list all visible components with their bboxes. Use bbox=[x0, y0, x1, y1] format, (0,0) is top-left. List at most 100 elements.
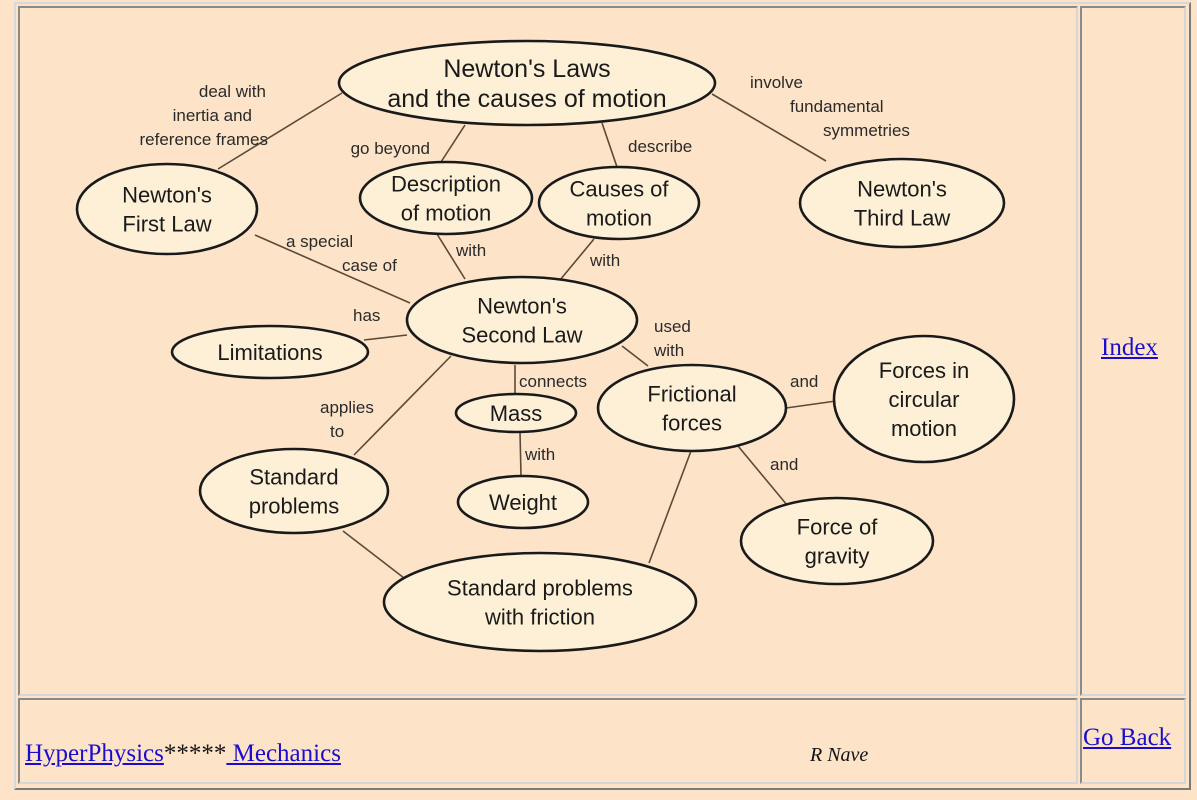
connector-line bbox=[621, 345, 649, 367]
node-laws-text: Newton's Laws bbox=[443, 55, 610, 83]
link-label-used-with: used bbox=[654, 317, 691, 336]
hyperphysics-link[interactable]: HyperPhysics bbox=[25, 740, 164, 767]
node-gravity: Force of gravity bbox=[739, 496, 935, 586]
node-circular-text: circular bbox=[889, 387, 960, 412]
connector-line bbox=[363, 334, 408, 341]
node-weight-text: Weight bbox=[489, 490, 557, 515]
connector-line bbox=[601, 122, 618, 168]
link-label-describe: describe bbox=[628, 137, 692, 156]
footer-cell bbox=[18, 698, 1078, 784]
author-credit: R Nave bbox=[810, 744, 869, 766]
link-label-with-1: with bbox=[455, 241, 486, 260]
node-causes-text: motion bbox=[586, 205, 652, 230]
link-label-used-with: with bbox=[653, 341, 684, 360]
node-third-ellipse bbox=[798, 157, 1006, 249]
node-friction-problems-text: with friction bbox=[484, 604, 595, 629]
link-label-special-case: case of bbox=[342, 256, 397, 275]
node-laws-ellipse bbox=[337, 39, 717, 127]
node-description-text: Description bbox=[391, 171, 501, 196]
node-gravity-text: gravity bbox=[805, 543, 870, 568]
node-frictional: Frictional forces bbox=[596, 363, 788, 453]
link-label-with-2: with bbox=[589, 251, 620, 270]
index-link[interactable]: Index bbox=[1101, 334, 1158, 361]
node-frictional-text: Frictional bbox=[647, 381, 736, 406]
link-label-go-beyond: go beyond bbox=[351, 139, 430, 158]
node-description: Description of motion bbox=[358, 160, 534, 236]
concept-map-edges bbox=[217, 92, 837, 579]
link-label-involve: involve bbox=[750, 73, 803, 92]
connector-line bbox=[342, 530, 405, 579]
connector-line bbox=[436, 233, 466, 280]
node-limitations-ellipse bbox=[170, 324, 370, 380]
node-friction-problems-text: Standard problems bbox=[447, 575, 633, 600]
link-label-applies-to: to bbox=[330, 422, 344, 441]
node-circular: Forces in circular motion bbox=[832, 334, 1016, 464]
link-label-deal-with: deal with bbox=[199, 82, 266, 101]
node-frictional-ellipse bbox=[596, 363, 788, 453]
index-cell bbox=[1080, 6, 1186, 696]
connector-line bbox=[559, 238, 595, 281]
link-label-special-case: a special bbox=[286, 232, 353, 251]
node-mass-ellipse bbox=[454, 392, 578, 434]
node-friction-problems-ellipse bbox=[382, 551, 698, 653]
footer-nav: HyperPhysics***** Mechanics bbox=[25, 740, 341, 768]
link-label-and-2: and bbox=[770, 455, 798, 474]
node-first-text: First Law bbox=[122, 211, 211, 236]
connector-line bbox=[440, 124, 466, 163]
connector-line bbox=[353, 355, 452, 456]
node-frictional-text: forces bbox=[662, 410, 722, 435]
node-description-text: of motion bbox=[401, 200, 492, 225]
node-weight-ellipse bbox=[456, 474, 590, 530]
connector-line bbox=[648, 450, 692, 564]
link-label-applies-to: applies bbox=[320, 398, 374, 417]
node-causes-ellipse bbox=[537, 165, 701, 241]
node-third-text: Newton's bbox=[857, 176, 947, 201]
node-description-ellipse bbox=[358, 160, 534, 236]
connector-line bbox=[711, 93, 827, 162]
node-standard-ellipse bbox=[198, 447, 390, 535]
node-friction-problems: Standard problems with friction bbox=[382, 551, 698, 653]
node-second-text: Second Law bbox=[461, 322, 582, 347]
connector-line bbox=[785, 400, 837, 409]
node-laws-text: and the causes of motion bbox=[387, 85, 666, 113]
node-gravity-text: Force of bbox=[797, 514, 879, 539]
connector-line bbox=[217, 92, 343, 170]
node-weight: Weight bbox=[456, 474, 590, 530]
layout-table bbox=[14, 2, 1191, 790]
node-limitations: Limitations bbox=[170, 324, 370, 380]
connector-line bbox=[519, 431, 522, 477]
connector-line bbox=[737, 445, 788, 506]
link-label-and-1: and bbox=[790, 372, 818, 391]
go-back-link[interactable]: Go Back bbox=[1083, 724, 1172, 751]
node-first-ellipse bbox=[75, 162, 259, 256]
node-standard-text: problems bbox=[249, 493, 339, 518]
node-standard-text: Standard bbox=[249, 464, 338, 489]
node-circular-ellipse bbox=[832, 334, 1016, 464]
mechanics-link[interactable]: Mechanics bbox=[226, 740, 341, 767]
link-label-involve: fundamental bbox=[790, 97, 884, 116]
node-mass-text: Mass bbox=[490, 401, 543, 426]
node-first-text: Newton's bbox=[122, 182, 212, 207]
link-label-with-3: with bbox=[524, 445, 555, 464]
link-label-has: has bbox=[353, 306, 380, 325]
node-third-text: Third Law bbox=[854, 205, 951, 230]
node-limitations-text: Limitations bbox=[217, 340, 322, 365]
footer-stars: ***** bbox=[163, 740, 227, 767]
link-label-involve: symmetries bbox=[823, 121, 910, 140]
node-second-text: Newton's bbox=[477, 293, 567, 318]
connector-line bbox=[254, 234, 411, 304]
node-circular-text: motion bbox=[891, 416, 957, 441]
node-gravity-ellipse bbox=[739, 496, 935, 586]
node-second-ellipse bbox=[405, 275, 639, 365]
node-standard: Standard problems bbox=[198, 447, 390, 535]
link-label-connects: connects bbox=[519, 372, 587, 391]
node-circular-text: Forces in bbox=[879, 358, 969, 383]
go-back-cell bbox=[1080, 698, 1186, 784]
